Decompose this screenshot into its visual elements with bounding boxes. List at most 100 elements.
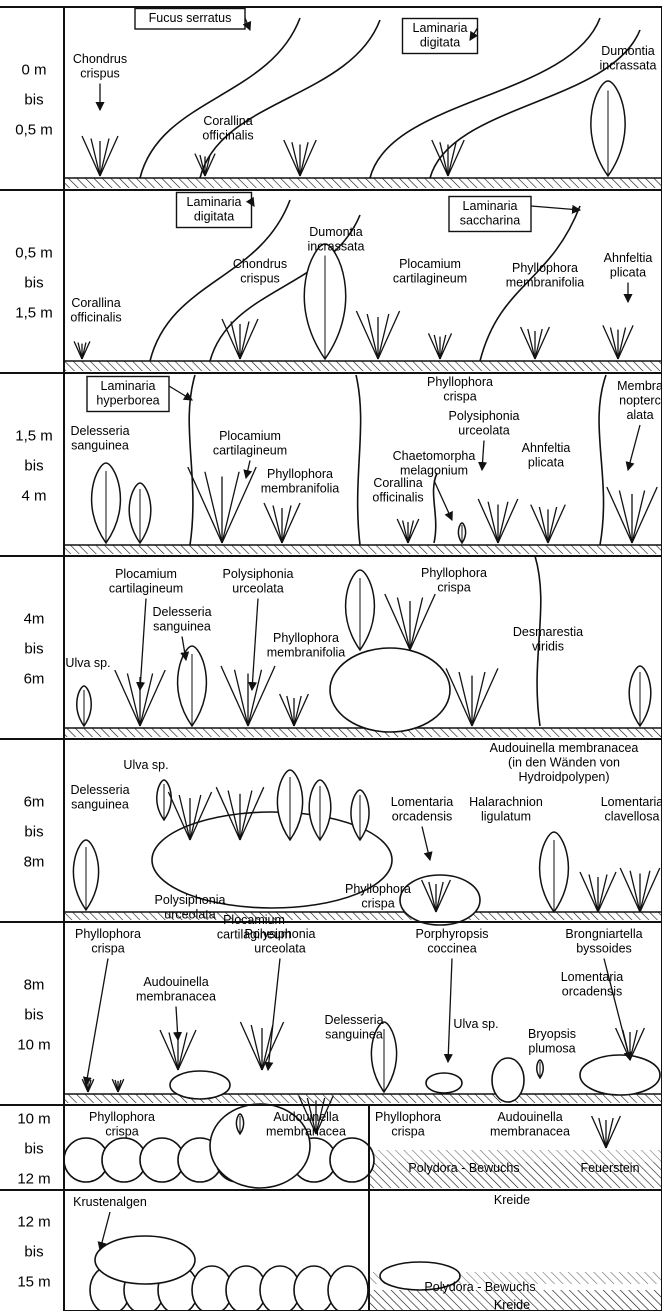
- species-label-line: Ulva sp.: [453, 1017, 498, 1031]
- species-label: Corallinaofficinalis: [202, 114, 253, 143]
- species-label: Polysiphoniaurceolata: [223, 567, 294, 690]
- species-label-line: Feuerstein: [580, 1161, 639, 1175]
- alga-branch: [282, 503, 300, 543]
- species-label-line: crispa: [91, 942, 124, 956]
- species-label-line: Phyllophora: [375, 1110, 441, 1124]
- alga-branch: [100, 139, 109, 177]
- alga-branch: [160, 1030, 178, 1070]
- species-label: Polydora - Bewuchs: [424, 1280, 535, 1294]
- species-label-line: Plocamium: [399, 257, 461, 271]
- alga-branch: [459, 672, 472, 726]
- species-label: Chondruscrispus: [73, 52, 127, 110]
- species-label-line: sanguinea: [71, 798, 129, 812]
- species-label-line: officinalis: [70, 311, 121, 325]
- species-label: Chondruscrispus: [233, 257, 287, 286]
- species-label-line: Phyllophora: [427, 375, 493, 389]
- species-label-line: sanguinea: [153, 620, 211, 634]
- species-label-line: Audouinella: [143, 975, 208, 989]
- alga-branch: [478, 499, 498, 543]
- species-label-line: Plocamium: [115, 567, 177, 581]
- pointer-arrow: [482, 441, 484, 471]
- alga-branch: [640, 871, 650, 912]
- alga-branch: [300, 140, 316, 176]
- alga-branch: [221, 666, 248, 726]
- species-label: Phyllophoramembranifolia: [261, 467, 340, 496]
- species-label-line: Porphyropsis: [416, 927, 489, 941]
- species-label-line: Laminaria: [187, 195, 242, 209]
- alga-branch: [100, 136, 118, 176]
- alga-branch: [273, 506, 282, 544]
- pointer-arrow: [531, 206, 580, 210]
- species-label: Phyllophoracrispa: [75, 927, 141, 1085]
- species-label-line: membranifolia: [506, 276, 585, 290]
- alga-branch: [548, 507, 557, 543]
- alga-branch: [589, 875, 598, 913]
- species-label: Ulva sp.: [123, 758, 168, 772]
- species-label-line: Delesseria: [324, 1013, 383, 1027]
- alga-branch: [580, 872, 598, 912]
- species-label-line: Chaetomorpha: [393, 449, 476, 463]
- species-label-line: digitata: [420, 36, 460, 50]
- alga-branch: [367, 314, 378, 359]
- species-label: Polysiphoniaurceolata: [155, 893, 226, 922]
- species-label-line: Ahnfeltia: [604, 251, 653, 265]
- species-label-line: crispus: [240, 272, 280, 286]
- boxed-species-label: Laminariasaccharina: [449, 197, 580, 232]
- alga-branch: [248, 670, 262, 726]
- boxed-species-label: Laminariadigitata: [177, 193, 255, 228]
- species-label-line: crispa: [437, 581, 470, 595]
- species-label-line: Ulva sp.: [123, 758, 168, 772]
- alga-branch: [240, 319, 258, 359]
- alga-branch: [262, 1025, 273, 1070]
- species-label-line: alata: [626, 408, 653, 422]
- species-label-line: Laminaria: [101, 379, 156, 393]
- species-label-line: cartilagineum: [393, 272, 467, 286]
- depth-label: 6m: [24, 794, 45, 811]
- species-label-line: Polysiphonia: [223, 567, 294, 581]
- species-label-line: Ahnfeltia: [522, 441, 571, 455]
- species-label-line: Phyllophora: [345, 882, 411, 896]
- alga-branch: [539, 507, 548, 543]
- species-label-line: (in den Wänden von: [508, 756, 620, 770]
- alga-branch: [410, 598, 423, 651]
- alga-branch: [264, 503, 282, 543]
- boxed-species-label: Laminariadigitata: [403, 19, 478, 54]
- alga-branch: [169, 1033, 178, 1071]
- pointer-arrow: [434, 481, 452, 521]
- species-label-line: sanguinea: [325, 1028, 383, 1042]
- species-label-line: Audouinella: [497, 1110, 562, 1124]
- alga-branch: [378, 314, 389, 359]
- species-label-line: Phyllophora: [421, 566, 487, 580]
- alga-branch: [222, 467, 256, 543]
- pointer-arrow: [245, 18, 250, 30]
- species-label-line: Polysiphonia: [449, 409, 520, 423]
- alga-branch: [115, 670, 140, 726]
- alga-branch: [140, 670, 165, 726]
- species-label-line: crispa: [105, 1125, 138, 1139]
- alga-branch: [280, 694, 294, 726]
- alga-branch: [240, 1022, 262, 1070]
- species-label-line: Dumontia: [601, 44, 655, 58]
- depth-label: 1,5 m: [15, 428, 53, 445]
- alga-branch: [235, 670, 249, 726]
- stone: [580, 1055, 660, 1095]
- species-label: Porphyropsiscoccinea: [416, 927, 489, 1062]
- species-label-line: plumosa: [528, 1042, 575, 1056]
- species-label: Phyllophoracrispa: [427, 375, 493, 404]
- alga-branch: [640, 868, 660, 912]
- depth-label: 10 m: [17, 1111, 50, 1128]
- species-label-line: Ulva sp.: [65, 656, 110, 670]
- species-label: Audouinellamembranacea: [266, 1110, 346, 1139]
- stone: [426, 1073, 462, 1093]
- depth-label: bis: [24, 1244, 43, 1261]
- alga-branch: [294, 694, 308, 726]
- species-label-line: Delesseria: [70, 424, 129, 438]
